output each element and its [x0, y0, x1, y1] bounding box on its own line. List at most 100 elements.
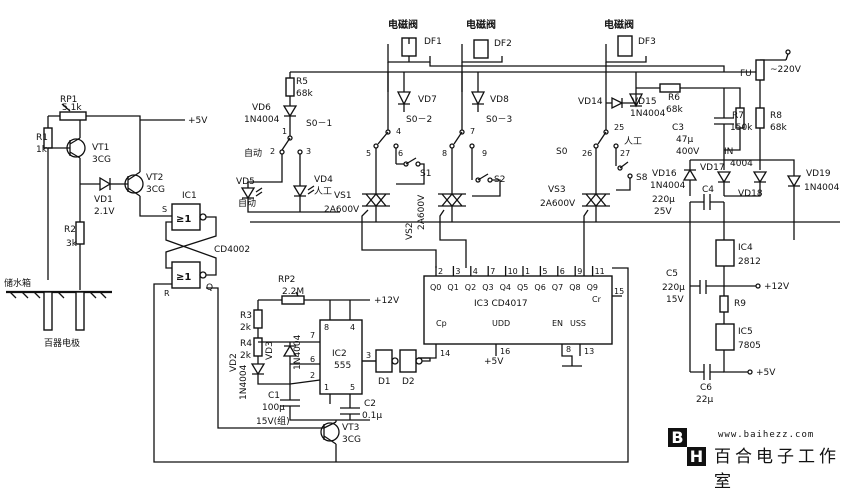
ic1-section: IC1 ≥1 ≥1 CD4002 S R Q: [153, 191, 629, 463]
vs2-label: VS2: [405, 222, 415, 240]
r9-resistor: [719, 295, 729, 313]
valve3-title: 电磁阀: [604, 18, 634, 31]
electrode-1: [43, 291, 53, 331]
d1-label: D1: [378, 377, 391, 387]
brand-logo-block-2: [668, 447, 687, 466]
s8-label: S8: [636, 173, 648, 183]
rp1-potentiometer: [59, 111, 87, 121]
r9-label: R9: [734, 299, 746, 309]
df2-label: DF2: [494, 39, 512, 49]
in-label: IN: [724, 147, 733, 157]
sw-num-9: 9: [482, 149, 487, 158]
r5-value: 68k: [296, 89, 313, 99]
sw-num-8: 8: [442, 149, 447, 158]
vd16-type: 1N4004: [650, 181, 686, 191]
vd5-label: VD5: [236, 177, 255, 187]
r5-resistor: [285, 77, 295, 97]
vd14-label: VD14: [578, 97, 603, 107]
ic3-pin-number: 4: [473, 267, 478, 276]
c5-val2: 15V: [666, 295, 684, 305]
ic3-pin-number: 5: [542, 267, 547, 276]
vd2-label: VD2: [229, 353, 239, 372]
r1-label: R1: [36, 133, 48, 143]
r7-label: R7: [732, 111, 744, 121]
ic3-output-label: Q4: [500, 283, 511, 292]
vt3-transistor: [320, 422, 340, 442]
vd4-label: VD4: [314, 175, 333, 185]
vs2-triac: [438, 192, 466, 208]
ic2-pin4: 4: [350, 323, 355, 332]
vd4-led: [292, 185, 308, 198]
ic3-pin14: 14: [440, 349, 450, 358]
vd3-label: VD3: [265, 341, 275, 360]
vs1-triac: [362, 192, 390, 208]
vt2-label: VT2: [146, 173, 163, 183]
valves-section: 电磁阀 电磁阀 电磁阀 DF1 DF2 DF3: [290, 18, 740, 73]
ic3-pin-number: 2: [438, 267, 443, 276]
fu-fuse: [755, 59, 765, 81]
vd7-label: VD7: [418, 95, 437, 105]
rp2-value: 2.2M: [282, 287, 304, 297]
vd16-label: VD16: [652, 169, 677, 179]
sensor-left-label: 储水箱: [4, 277, 31, 289]
c6-label: C6: [700, 383, 712, 393]
sw-num-27: 27: [620, 149, 630, 158]
ic3-output-label: Q5: [517, 283, 528, 292]
manual-label-1: 人工: [314, 186, 332, 197]
r1-value: 1k: [36, 145, 48, 155]
ic3-pin15: 15: [614, 287, 624, 296]
ic1-gate-top: [171, 203, 201, 231]
ic3-output-label: Q8: [569, 283, 580, 292]
ic3-pin16: 16: [500, 347, 510, 356]
ac-label: ~220V: [770, 65, 802, 75]
ic2-pin5: 5: [350, 383, 355, 392]
df1-label: DF1: [424, 37, 442, 47]
vt2-type: 3CG: [146, 185, 165, 195]
c5-label: C5: [666, 269, 678, 279]
power-supply-section: FU ~220V C3 47μ 400V R7 150k R8 68k IN 4…: [650, 49, 840, 405]
vt1-type: 3CG: [92, 155, 111, 165]
r2-value: 3k: [66, 239, 78, 249]
r8-label: R8: [770, 111, 782, 121]
ic3-pin-number: 7: [490, 267, 495, 276]
ic2-label: IC2: [332, 349, 347, 359]
vd14-diode: [611, 96, 624, 110]
ic3-pin8: 8: [566, 345, 571, 354]
vd6-label: VD6: [252, 103, 271, 113]
ic1-s-label: S: [162, 205, 167, 214]
r3-label: R3: [240, 311, 252, 321]
vd2-type: 1N4004: [239, 364, 249, 400]
brand-logo-letter-h: H: [689, 447, 704, 466]
vd1-label: VD1: [94, 195, 113, 205]
plus5v-label: +5V: [188, 116, 208, 126]
ic3-cr-label: Cr: [592, 295, 602, 304]
ic4-type: 2812: [738, 257, 761, 267]
ic3-pin-number: 3: [455, 267, 460, 276]
vd8-label: VD8: [490, 95, 509, 105]
r8-value: 68k: [770, 123, 787, 133]
vs2-value: 2A600V: [417, 194, 427, 230]
r6-label: R6: [668, 93, 680, 103]
ic2-type: 555: [334, 361, 351, 371]
plus5v-ic3: +5V: [484, 357, 504, 367]
valve1-title: 电磁阀: [388, 18, 418, 31]
vt3-type: 3CG: [342, 435, 361, 445]
ic2-pin2: 2: [310, 371, 315, 380]
c5-val1: 220μ: [662, 283, 685, 293]
d2-gate: [399, 349, 417, 373]
vd15-label: VD15: [632, 97, 657, 107]
d1-gate: [375, 349, 393, 373]
c3-val2: 400V: [676, 147, 700, 157]
r7-value: 150k: [730, 123, 753, 133]
brand-logo-block-1: [687, 428, 706, 447]
ic2-pin3: 3: [366, 351, 371, 360]
r3-value: 2k: [240, 323, 252, 333]
plus12b-label: +12V: [764, 282, 790, 292]
vd3-type: 1N4004: [293, 334, 303, 370]
ic3-output-label: Q1: [447, 283, 458, 292]
vs3-triac: [582, 192, 610, 208]
ic4-label: IC4: [738, 243, 753, 253]
s0-3-label: S0－3: [486, 115, 512, 125]
vs3-label: VS3: [548, 185, 566, 195]
ic5-type: 7805: [738, 341, 761, 351]
